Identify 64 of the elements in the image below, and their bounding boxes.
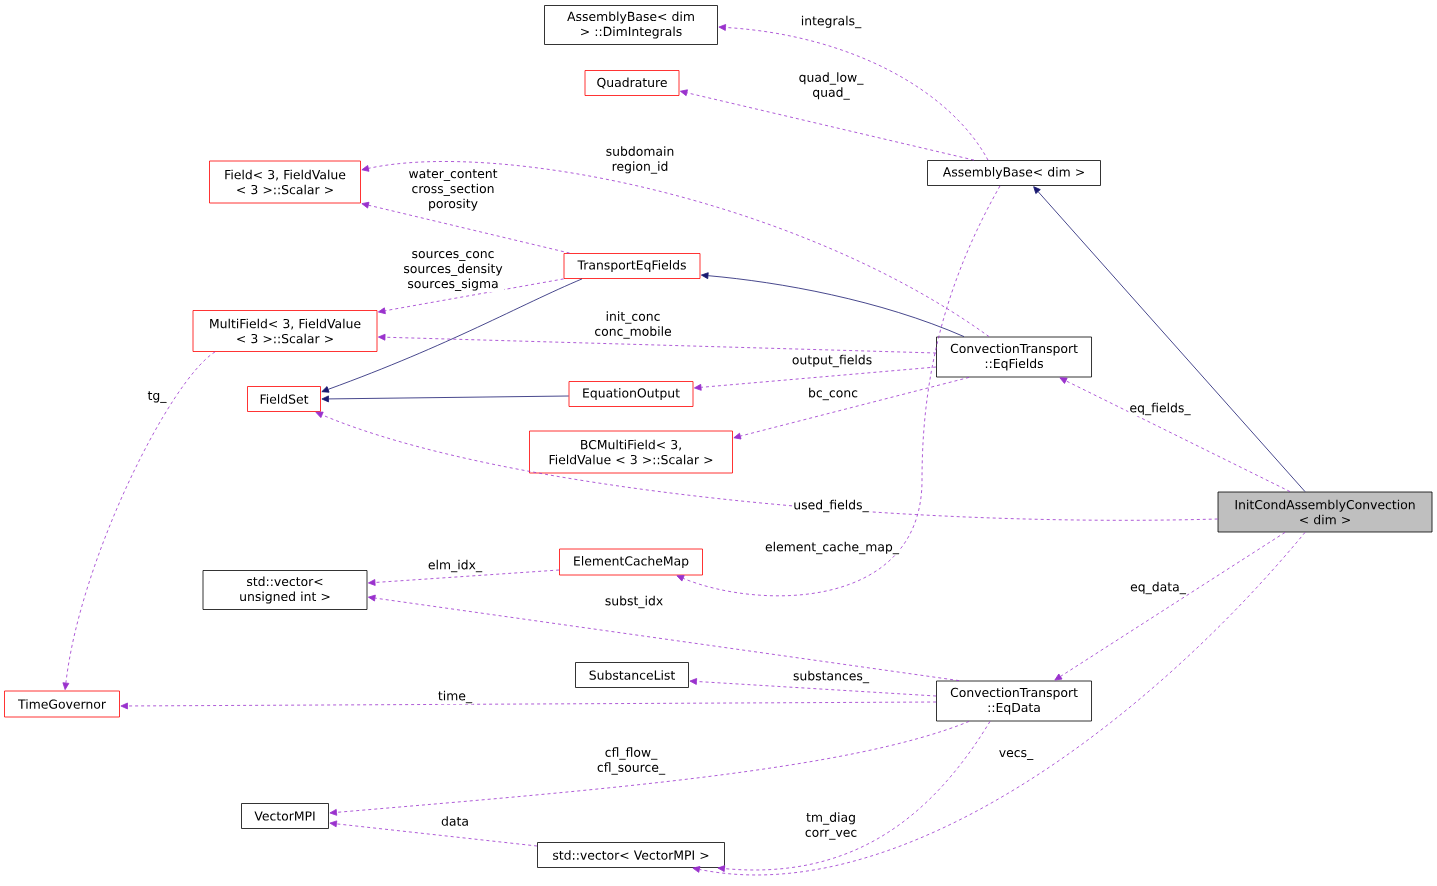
- class-box: TransportEqFields: [563, 253, 701, 279]
- arrow: [701, 272, 965, 337]
- edge-label: vecs_: [997, 749, 1035, 761]
- edge-label: subdomain region_id: [600, 145, 680, 175]
- class-box: FieldSet: [247, 386, 321, 412]
- dashed-arrow: [676, 185, 1001, 597]
- dashed-arrow: [378, 333, 937, 354]
- class-box: MultiField< 3, FieldValue < 3 >::Scalar >: [192, 310, 378, 352]
- edge-label: cfl_flow_ cfl_source_: [591, 746, 671, 776]
- class-box: AssemblyBase< dim >: [927, 160, 1101, 186]
- edge-label: time_: [436, 689, 474, 705]
- edge-label: bc_conc: [807, 386, 859, 402]
- edge-label: quad_low_ quad_: [796, 71, 866, 101]
- dashed-arrow: [62, 351, 216, 690]
- dashed-arrow: [378, 278, 564, 315]
- dashed-arrow: [694, 366, 937, 391]
- edge-label: init_conc conc_mobile: [588, 310, 678, 340]
- dashed-arrow: [1054, 532, 1286, 681]
- arrow: [321, 278, 583, 393]
- edge-label: integrals_: [799, 14, 863, 30]
- edge-label: data: [440, 815, 470, 827]
- edge-label: eq_fields_: [1128, 401, 1192, 417]
- dashed-arrow: [718, 24, 989, 161]
- dashed-arrow: [329, 820, 538, 847]
- edge-label: subst_idx: [603, 594, 665, 610]
- class-box: EquationOutput: [568, 381, 694, 407]
- dashed-arrow: [680, 89, 975, 161]
- class-box: ConvectionTransport ::EqData: [936, 680, 1092, 722]
- arrow: [321, 395, 569, 403]
- class-box: Quadrature: [584, 70, 680, 96]
- class-box: SubstanceList: [575, 662, 689, 688]
- dashed-arrow: [368, 594, 960, 681]
- dashed-arrow: [329, 721, 970, 816]
- class-box: TimeGovernor: [4, 690, 120, 718]
- dashed-arrow: [315, 411, 1218, 521]
- edge-label: water_content cross_section porosity: [403, 168, 503, 212]
- class-box: InitCondAssemblyConvection < dim >: [1217, 491, 1433, 533]
- class-box: ConvectionTransport ::EqFields: [936, 336, 1092, 378]
- edge-label: output_fields: [790, 353, 874, 369]
- dashed-arrow: [1059, 377, 1291, 492]
- class-box: BCMultiField< 3, FieldValue < 3 >::Scalar >: [529, 430, 733, 474]
- dashed-arrow: [689, 678, 937, 697]
- class-box: VectorMPI: [241, 803, 329, 829]
- dashed-arrow: [733, 377, 970, 440]
- dashed-arrow: [361, 201, 570, 254]
- class-box: std::vector< VectorMPI >: [537, 842, 725, 868]
- class-box: ElementCacheMap: [559, 548, 703, 576]
- edge-label: used_fields_: [792, 498, 870, 514]
- edge-label: element_cache_map_: [764, 540, 900, 556]
- edge-label: eq_data_: [1129, 580, 1187, 596]
- arrow: [1033, 186, 1306, 492]
- dashed-arrow: [120, 701, 937, 710]
- dashed-arrow: [717, 721, 991, 872]
- dashed-arrow: [361, 161, 990, 337]
- class-box: std::vector< unsigned int >: [202, 570, 368, 610]
- edge-label: substances_: [791, 669, 871, 685]
- dashed-arrow: [692, 532, 1306, 876]
- edge-label: tm_diag corr_vec: [800, 811, 862, 841]
- edge-label: sources_conc sources_density sources_sigma: [402, 250, 504, 292]
- class-box: AssemblyBase< dim > ::DimIntegrals: [544, 5, 718, 45]
- class-box: Field< 3, FieldValue < 3 >::Scalar >: [209, 160, 361, 204]
- edge-label: tg_: [146, 390, 168, 404]
- edge-label: elm_idx_: [426, 558, 484, 574]
- dashed-arrow: [368, 569, 560, 586]
